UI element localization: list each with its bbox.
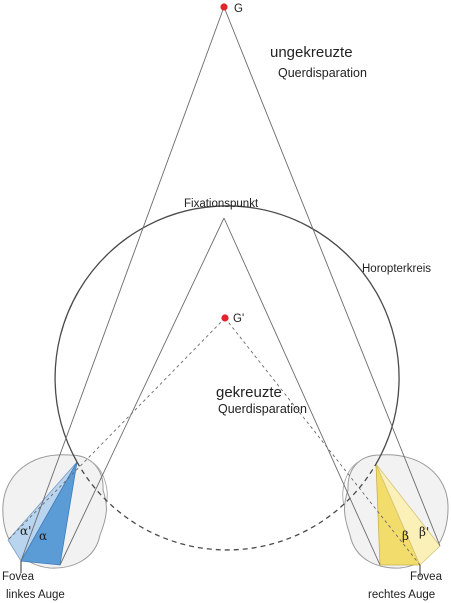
- line-g-right: [223, 6, 441, 547]
- point-g-prime: [221, 314, 229, 322]
- point-g: [220, 3, 228, 11]
- label-alpha-prime: α': [20, 524, 31, 538]
- label-beta-prime: β': [419, 525, 429, 539]
- right-eye-cornea-bulge: [342, 461, 359, 506]
- line-gprime-left: [7, 317, 226, 541]
- label-fovea-left: Fovea: [2, 571, 35, 583]
- label-crossed-2: Querdisparation: [218, 402, 307, 416]
- label-g: G: [234, 3, 243, 15]
- beta-prime-wedge: [375, 463, 441, 566]
- left-eye: [2, 454, 108, 573]
- label-beta: β: [402, 529, 409, 543]
- label-horopter-circle: Horopterkreis: [362, 263, 431, 275]
- line-g-left: [20, 6, 225, 562]
- label-left-eye: linkes Auge: [6, 589, 65, 601]
- line-gprime-right: [224, 317, 421, 566]
- label-fovea-right: Fovea: [410, 571, 443, 583]
- line-fix-right: [223, 217, 381, 566]
- label-crossed-1: gekreuzte: [216, 384, 282, 401]
- label-uncrossed-2: Querdisparation: [278, 66, 367, 80]
- label-fixation-point: Fixationspunkt: [184, 198, 259, 210]
- line-fix-left: [59, 217, 225, 566]
- horopter-circle-upper: [54, 205, 400, 465]
- label-alpha: α: [39, 529, 47, 543]
- label-g-prime: G': [233, 313, 244, 325]
- right-eye: [342, 454, 449, 577]
- label-right-eye: rechtes Auge: [368, 589, 435, 601]
- alpha-wedge: [20, 461, 78, 566]
- label-uncrossed-1: ungekreuzte: [270, 44, 353, 61]
- horopter-circle-lower: [76, 461, 377, 551]
